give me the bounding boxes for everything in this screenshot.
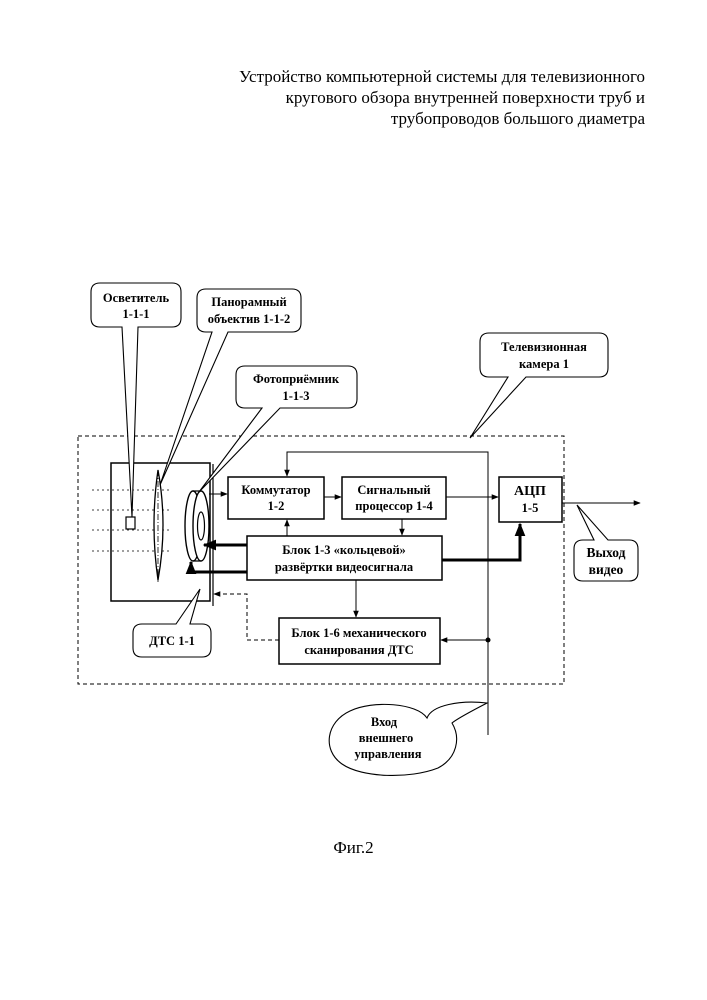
tv-camera-callout-line-1: Телевизионная bbox=[501, 340, 587, 354]
figure-caption: Фиг.2 bbox=[0, 838, 707, 858]
ring-scan-label-1: Блок 1-3 «кольцевой» bbox=[282, 543, 406, 557]
signal-processor-label-1: Сигнальный bbox=[357, 483, 430, 497]
ext-control-callout-line-3: управления bbox=[355, 747, 422, 761]
dts-callout-line-1: ДТС 1-1 bbox=[149, 634, 195, 648]
illuminator-element bbox=[126, 517, 135, 529]
mech-scan-label-2: сканирования ДТС bbox=[304, 643, 413, 657]
ext-control-callout-line-1: Вход bbox=[371, 715, 398, 729]
photoreceiver-element bbox=[185, 491, 209, 561]
mech-scan-label-1: Блок 1-6 механического bbox=[291, 626, 426, 640]
tv-camera-callout-line-2: камера 1 bbox=[519, 357, 569, 371]
signal-processor-label-2: процессор 1-4 bbox=[355, 499, 433, 513]
lens-callout-line-2: объектив 1-1-2 bbox=[208, 312, 291, 326]
mech-scan-to-dts-line bbox=[214, 594, 279, 640]
commutator-label-1: Коммутатор bbox=[241, 483, 310, 497]
illuminator-callout-line-1: Осветитель bbox=[103, 291, 170, 305]
ring-scan-label-2: развёртки видеосигнала bbox=[275, 560, 414, 574]
video-out-callout-line-2: видео bbox=[589, 562, 624, 577]
illuminator-callout-line-2: 1-1-1 bbox=[122, 307, 149, 321]
video-out-callout-line-1: Выход bbox=[587, 545, 626, 560]
adc-label-2: 1-5 bbox=[522, 501, 539, 515]
lens-callout-line-1: Панорамный bbox=[211, 295, 286, 309]
commutator-label-2: 1-2 bbox=[268, 499, 285, 513]
junction-dot bbox=[486, 638, 491, 643]
photoreceiver-callout-line-2: 1-1-3 bbox=[282, 389, 309, 403]
mech-scan-block bbox=[279, 618, 440, 664]
panoramic-lens-element bbox=[154, 470, 163, 580]
photoreceiver-callout-line-1: Фотоприёмник bbox=[253, 372, 340, 386]
adc-label-1: АЦП bbox=[514, 484, 546, 499]
ext-control-callout-line-2: внешнего bbox=[359, 731, 413, 745]
